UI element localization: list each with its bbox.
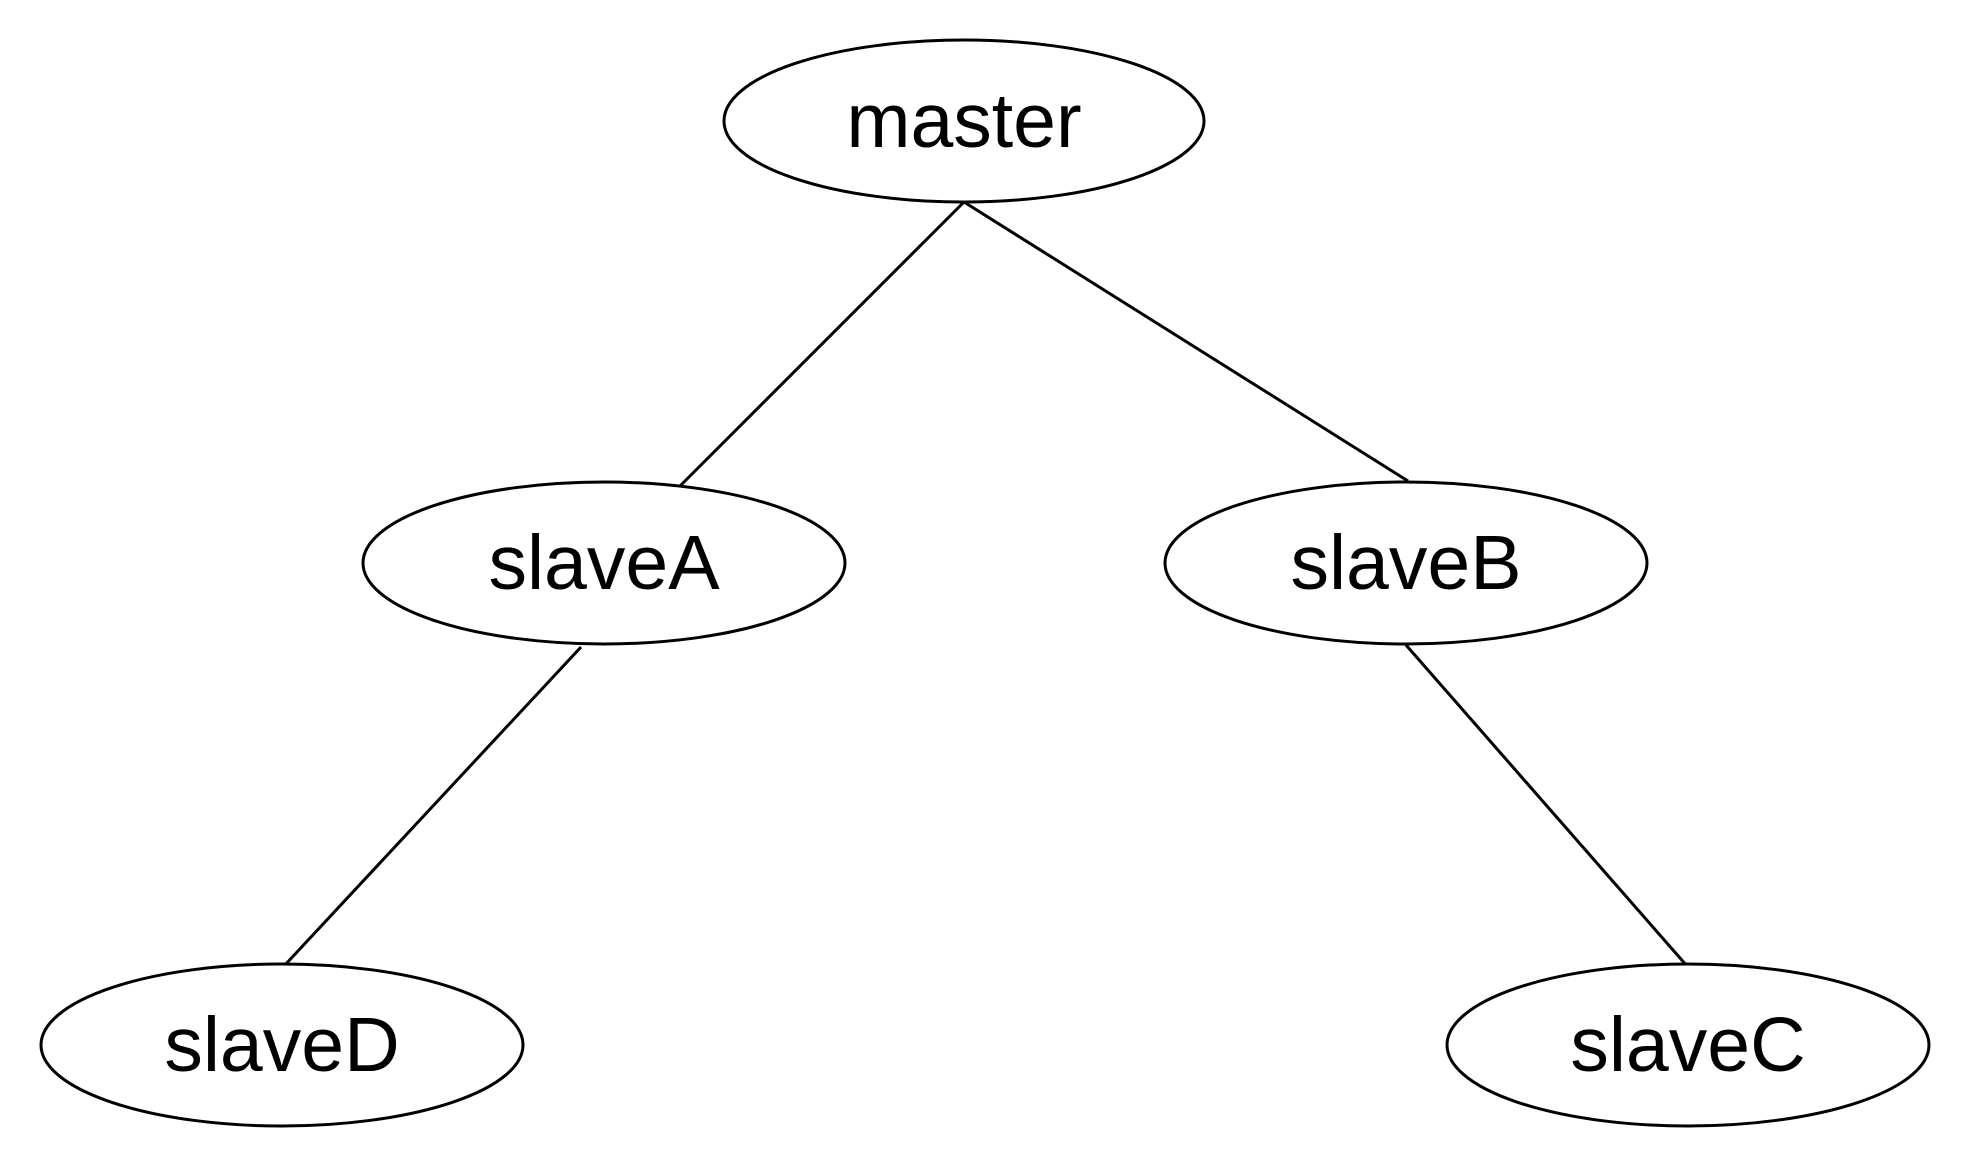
- edge-master-slaveB: [963, 200, 1409, 483]
- node-slaveA-ellipse: [361, 480, 847, 646]
- node-master-label: master: [846, 78, 1081, 164]
- node-master-ellipse: [722, 38, 1206, 204]
- node-slaveB-ellipse: [1163, 480, 1649, 646]
- edge-slaveA-slaveD: [282, 645, 583, 968]
- node-slaveD-label: slaveD: [164, 1002, 399, 1088]
- node-slaveB-label: slaveB: [1290, 520, 1521, 606]
- node-slaveC: slaveC: [1445, 962, 1931, 1128]
- node-slaveA-label: slaveA: [488, 520, 720, 606]
- node-slaveD: slaveD: [39, 962, 525, 1128]
- node-master: master: [722, 38, 1206, 204]
- node-slaveA: slaveA: [361, 480, 847, 646]
- node-slaveD-ellipse: [39, 962, 525, 1128]
- edge-master-slaveA: [678, 200, 966, 488]
- edge-slaveB-slaveC: [1404, 644, 1689, 967]
- node-slaveC-ellipse: [1445, 962, 1931, 1128]
- node-slaveB: slaveB: [1163, 480, 1649, 646]
- node-slaveC-label: slaveC: [1570, 1002, 1805, 1088]
